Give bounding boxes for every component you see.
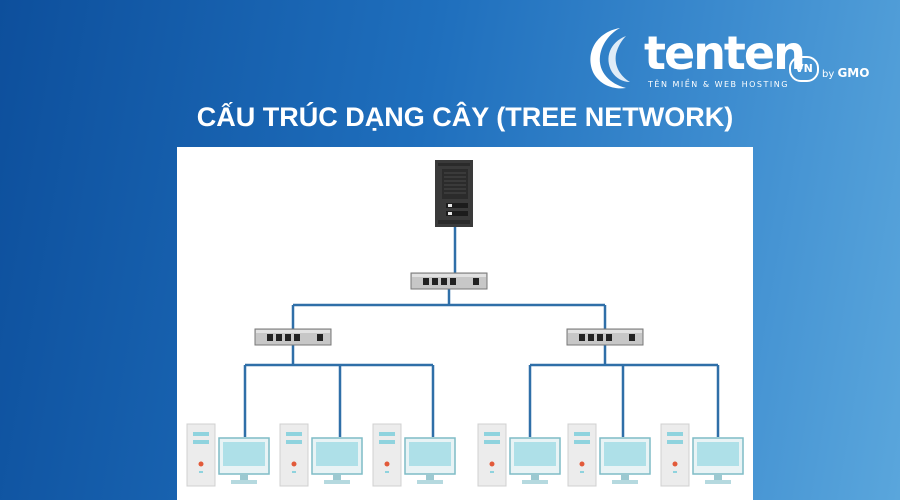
domain-badge: VN (789, 56, 819, 82)
workstation-icon-5 (567, 423, 651, 487)
tenten-swirl-icon (590, 28, 630, 89)
page-title: CẤU TRÚC DẠNG CÂY (TREE NETWORK) (196, 102, 734, 132)
diagram-panel (177, 147, 753, 500)
workstation-icon-2 (279, 423, 363, 487)
network-links (243, 227, 720, 437)
workstation-icon-6 (660, 423, 744, 487)
workstation-icon-4 (477, 423, 561, 487)
left-switch-icon (254, 328, 332, 346)
brand-name: tenten (644, 26, 806, 80)
tree-network-diagram (186, 160, 744, 487)
server-icon (435, 160, 473, 227)
tenten-logo: tenten VN by GMO TÊN MIỀN & WEB HOSTING (580, 22, 880, 94)
by-prefix: by (822, 69, 835, 80)
core-switch-icon (410, 272, 488, 290)
workstation-icon-1 (186, 423, 270, 487)
workstation-icon-3 (372, 423, 456, 487)
right-switch-icon (566, 328, 644, 346)
brand-tagline: TÊN MIỀN & WEB HOSTING (648, 80, 789, 89)
company-name: GMO (837, 66, 870, 80)
by-company: by GMO (822, 66, 869, 80)
